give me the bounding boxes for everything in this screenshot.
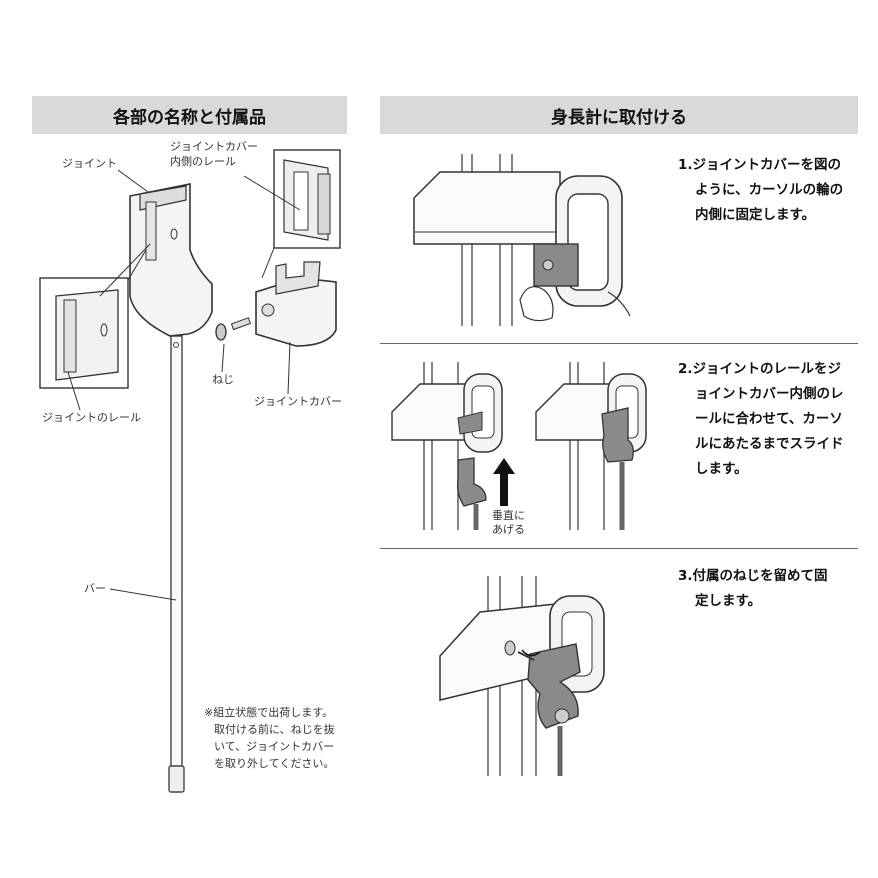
step-divider (380, 343, 858, 344)
label-joint-cover: ジョイントカバー (254, 395, 342, 408)
step1-illustration (413, 154, 631, 326)
label-screw: ねじ (212, 373, 234, 386)
install-section-title: 身長計に取付ける (551, 107, 687, 128)
install-section-header: 身長計に取付ける (380, 96, 858, 134)
note-line: いて、ジョイントカバー (214, 740, 335, 753)
shipping-note: ※組立状態で出荷します。 取付ける前に、ねじを抜 いて、ジョイントカバー を取り… (204, 704, 335, 772)
label-cover-rail-2: 内側のレール (170, 155, 236, 168)
step3-illustration (439, 576, 605, 776)
label-bar: バー (84, 582, 106, 595)
step1-cover (533, 243, 579, 287)
bar-end-cap (168, 765, 185, 793)
step2-illustration-b (535, 362, 647, 530)
step-divider (380, 548, 858, 549)
step-line: 内側に固定します。 (695, 207, 816, 223)
step-line: ルにあたるまでスライド (695, 436, 844, 452)
parts-section-header: 各部の名称と付属品 (32, 96, 347, 134)
step-3: 3.付属のねじを留めて固 定します。 (678, 564, 828, 614)
note-line: 取付ける前に、ねじを抜 (214, 723, 335, 736)
step2-illustration-a (391, 362, 515, 530)
label-joint-rail: ジョイントのレール (42, 411, 141, 424)
joint-cover-shape (255, 277, 337, 347)
step-line: します。 (695, 461, 748, 477)
step-line: ョイントカバー内側のレ (695, 386, 844, 402)
label-joint: ジョイント (62, 157, 117, 170)
screw-shape (215, 317, 252, 341)
step-line: 1.ジョイントカバーを図の (678, 157, 842, 173)
label-cover-rail-1: ジョイントカバー (170, 140, 258, 153)
step-line: 3.付属のねじを留めて固 (678, 568, 828, 584)
parts-section-title: 各部の名称と付属品 (113, 107, 266, 128)
step-line: 定します。 (695, 593, 762, 609)
arrow-caption-1: 垂直に (492, 509, 525, 522)
note-line: ※組立状態で出荷します。 (204, 706, 334, 719)
step-2: 2.ジョイントのレールをジ ョイントカバー内側のレ ールに合わせて、カーソ ルに… (678, 357, 844, 482)
note-line: を取り外してください。 (214, 757, 335, 770)
step-line: ように、カーソルの輪の (695, 182, 844, 198)
arrow-caption-2: あげる (492, 523, 525, 536)
step-line: 2.ジョイントのレールをジ (678, 361, 842, 377)
step-line: ールに合わせて、カーソ (695, 411, 843, 427)
step-1: 1.ジョイントカバーを図の ように、カーソルの輪の 内側に固定します。 (678, 153, 843, 228)
